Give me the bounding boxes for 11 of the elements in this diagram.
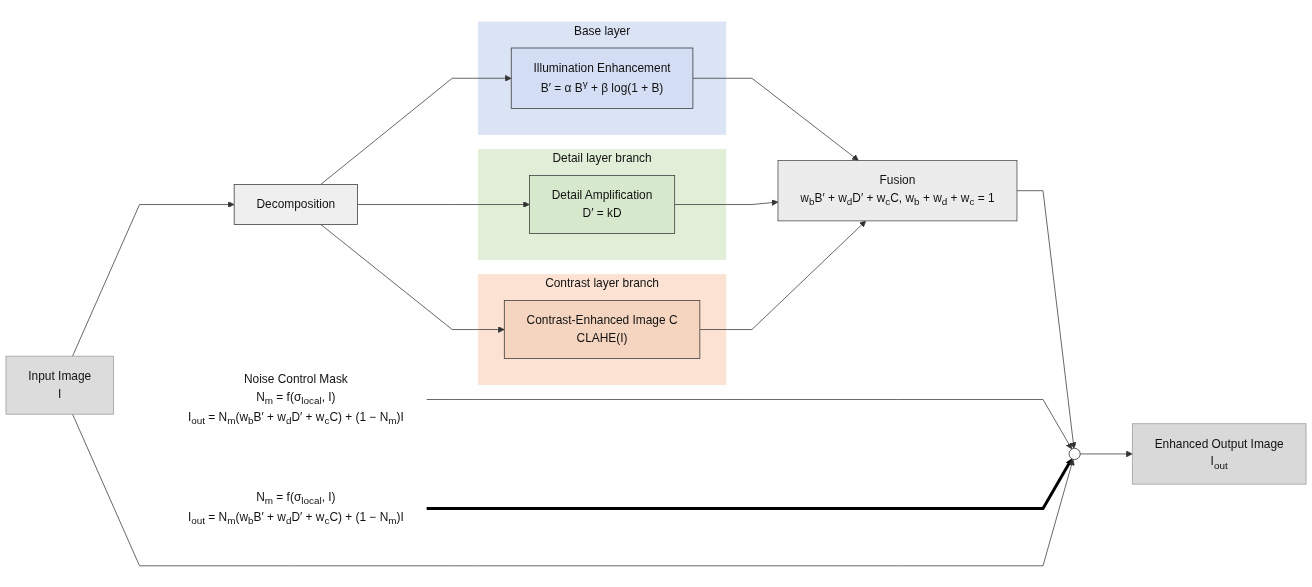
node-box: Decomposition xyxy=(233,183,358,225)
node-box: Enhanced Output Image I$_{out}$ xyxy=(1131,423,1307,485)
node-box: Input Image I xyxy=(5,355,114,415)
node-box: Illumination Enhancement B′ = α B$^{γ}$ + β log(1 + B) xyxy=(510,47,694,109)
node-text: Noise Control Mask N$_{m}$ = f(σ$_{local}$, I) I$_{out}$ = N$_{m}$(w$_{b}$B′ + w$_{d}$D′ + w$_{c}$C) + (1 − N$_{m}$)I xyxy=(187,372,404,427)
node-box: Detail Amplification D′ = kD xyxy=(529,174,676,234)
node-box: Contrast-Enhanced Image C CLAHE(I) xyxy=(503,299,701,359)
node-text: N$_{m}$ = f(σ$_{local}$, I) I$_{out}$ = N$_{m}$(w$_{b}$B′ + w$_{d}$D′ + w$_{c}$C) + (1 − N$_{m}$)I xyxy=(187,490,404,527)
arrow xyxy=(426,458,1073,510)
node-circle xyxy=(1068,447,1081,460)
node-box: Fusion w$_{b}$B′ + w$_{d}$D′ + w$_{c}$C, w$_{b}$ + w$_{d}$ + w$_{c}$ = 1 xyxy=(777,159,1018,221)
